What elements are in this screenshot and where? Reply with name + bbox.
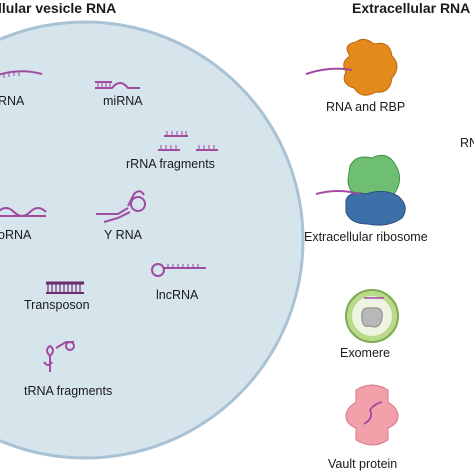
mirna-icon — [95, 81, 140, 89]
lncrna-icon — [151, 263, 206, 277]
label-rna: RNA — [0, 94, 25, 108]
label-extracellular-ribosome: Extracellular ribosome — [304, 230, 428, 244]
extracellular-vesicle — [0, 20, 305, 460]
vesicle-rna-heading: llular vesicle RNA — [0, 0, 117, 16]
label-rna-and-rbp: RNA and RBP — [326, 100, 406, 114]
label-orna: oRNA — [0, 228, 32, 242]
label-lncrna: lncRNA — [156, 288, 199, 302]
label-mirna: miRNA — [103, 94, 143, 108]
transposon-icon — [46, 281, 84, 294]
label-rrna-fragments: rRNA fragments — [126, 157, 215, 171]
exomere-icon — [345, 289, 399, 343]
label-vault-protein: Vault protein — [328, 457, 398, 471]
label-y-rna: Y RNA — [104, 228, 142, 242]
rbp-rna-strand-icon — [305, 67, 353, 75]
rna-strand-icon — [0, 70, 43, 76]
rbp-icon — [305, 38, 398, 96]
vault-protein-icon — [345, 384, 399, 446]
trna-fragments-icon — [43, 341, 75, 372]
label-transposon: Transposon — [24, 298, 90, 312]
orna-icon — [0, 207, 47, 217]
label-trna-fragments: tRNA fragments — [24, 384, 113, 398]
label-exomere: Exomere — [340, 346, 391, 360]
rrna-fragments-icon — [158, 131, 218, 151]
ribosome-rna-strand-icon — [315, 190, 361, 195]
ribosome-icon — [315, 154, 406, 226]
y-rna-icon — [96, 190, 146, 223]
extracellular-rna-heading: Extracellular RNA — [352, 0, 471, 16]
cut-off-label: RN — [460, 136, 474, 150]
rna-bases-icon — [3, 71, 20, 78]
